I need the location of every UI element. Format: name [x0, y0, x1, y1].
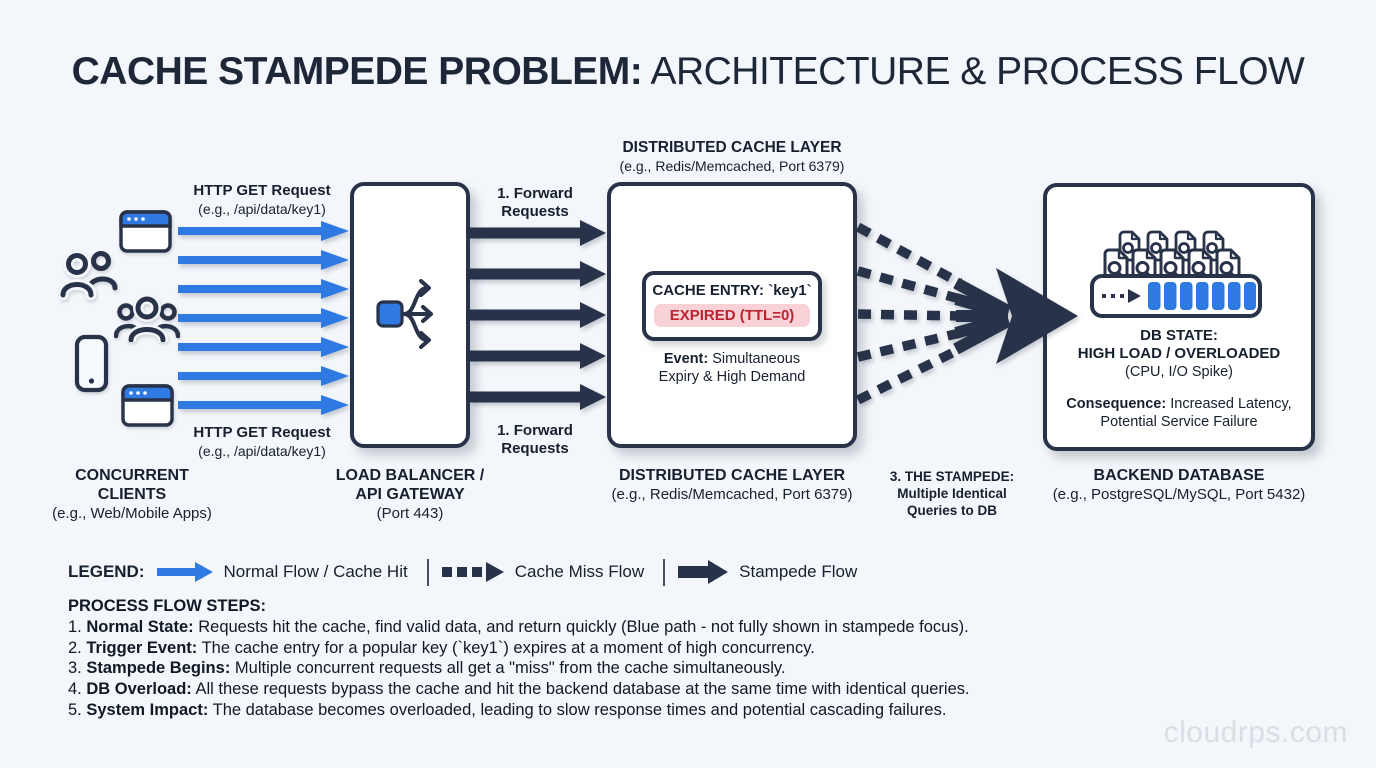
http-request-label-top: HTTP GET Request (e.g., /api/data/key1) — [168, 182, 356, 218]
lb-caption-line2: API GATEWAY — [355, 486, 465, 503]
legend-label-normal: Normal Flow / Cache Hit — [223, 562, 408, 581]
db-state-line2: HIGH LOAD / OVERLOADED — [1077, 345, 1281, 362]
legend-separator — [663, 558, 666, 586]
forward-request-arrows — [470, 220, 606, 410]
http-request-bottom-line1: HTTP GET Request — [193, 424, 331, 441]
query-queue-overload-icon — [1090, 226, 1266, 322]
http-request-top-line2: (e.g., /api/data/key1) — [198, 201, 326, 217]
db-caption-sub: (e.g., PostgreSQL/MySQL, Port 5432) — [1052, 486, 1306, 503]
http-request-top-line1: HTTP GET Request — [193, 182, 331, 199]
db-state-line3: (CPU, I/O Spike) — [1125, 364, 1233, 380]
stampede-dashed-lines — [855, 222, 963, 405]
process-step: 2. Trigger Event: The cache entry for a … — [68, 638, 815, 657]
load-balancer-caption: LOAD BALANCER / API GATEWAY (Port 443) — [310, 466, 510, 523]
normal-flow-arrow-icon — [156, 562, 213, 582]
browser-window-icon — [121, 384, 174, 427]
legend-title: LEGEND: — [68, 562, 145, 581]
legend-label-stampede: Stampede Flow — [739, 562, 858, 581]
stampede-caption-line2: Multiple Identical — [897, 486, 1007, 501]
stampede-caption-line1: 3. THE STAMPEDE: — [889, 469, 1015, 484]
db-consequence-line2: Potential Service Failure — [1100, 414, 1258, 430]
stampede-caption: 3. THE STAMPEDE: Multiple Identical Quer… — [872, 468, 1032, 519]
clients-caption-line1: CONCURRENT — [75, 467, 189, 484]
stampede-caption-line3: Queries to DB — [906, 503, 998, 518]
process-step: 4. DB Overload: All these requests bypas… — [68, 680, 970, 699]
users-group-icon — [114, 294, 180, 342]
process-flow-steps: PROCESS FLOW STEPS: 1. Normal State: Req… — [68, 596, 1328, 721]
db-state-line1: DB STATE: — [1140, 327, 1218, 344]
cache-caption: DISTRIBUTED CACHE LAYER (e.g., Redis/Mem… — [582, 466, 882, 504]
clients-caption-line2: CLIENTS — [97, 486, 167, 503]
cache-caption-line1: DISTRIBUTED CACHE LAYER — [618, 467, 846, 484]
title-bold: CACHE STAMPEDE PROBLEM: — [71, 50, 643, 93]
normal-flow-arrows — [178, 221, 349, 415]
watermark: cloudrps.com — [1163, 716, 1348, 749]
stampede-converging-tails — [953, 277, 1011, 355]
cache-caption-sub: (e.g., Redis/Memcached, Port 6379) — [611, 486, 853, 503]
lb-caption-line1: LOAD BALANCER / — [335, 467, 485, 484]
forward-bottom-line1: 1. Forward — [497, 422, 573, 439]
title-regular: ARCHITECTURE & PROCESS FLOW — [642, 50, 1305, 93]
smartphone-icon — [74, 334, 110, 394]
browser-window-icon — [119, 210, 172, 253]
cache-entry-label: CACHE ENTRY: `key1` — [652, 282, 812, 299]
process-heading: PROCESS FLOW STEPS: — [68, 597, 267, 615]
clients-caption: CONCURRENT CLIENTS (e.g., Web/Mobile App… — [32, 466, 232, 523]
process-step: 1. Normal State: Requests hit the cache,… — [68, 617, 969, 636]
forward-requests-label-bottom: 1. Forward Requests — [474, 422, 596, 458]
db-consequence-text: Consequence: Increased Latency, Potentia… — [1047, 395, 1311, 431]
process-step: 3. Stampede Begins: Multiple concurrent … — [68, 659, 786, 678]
cache-event-line1: Event: Simultaneous — [663, 351, 801, 367]
db-caption-line1: BACKEND DATABASE — [1093, 467, 1265, 484]
http-request-bottom-line2: (e.g., /api/data/key1) — [198, 443, 326, 459]
legend-separator — [426, 558, 429, 586]
cache-heading-line2: (e.g., Redis/Memcached, Port 6379) — [619, 158, 845, 174]
lb-caption-sub: (Port 443) — [376, 505, 444, 522]
legend: LEGEND: Normal Flow / Cache Hit Cache Mi… — [68, 556, 863, 588]
forward-bottom-line2: Requests — [501, 440, 569, 457]
db-state-text: DB STATE: HIGH LOAD / OVERLOADED (CPU, I… — [1051, 327, 1307, 381]
db-consequence-line1: Consequence: Increased Latency, — [1066, 396, 1292, 412]
cache-event-text: Event: Simultaneous Expiry & High Demand — [607, 350, 857, 386]
clients-caption-sub: (e.g., Web/Mobile Apps) — [52, 505, 212, 522]
cache-expired-badge: EXPIRED (TTL=0) — [653, 304, 811, 327]
distribute-arrows-icon — [374, 274, 446, 356]
cache-entry-box: CACHE ENTRY: `key1` EXPIRED (TTL=0) — [642, 271, 822, 341]
forward-requests-label-top: 1. Forward Requests — [474, 185, 596, 221]
cache-heading-line1: DISTRIBUTED CACHE LAYER — [622, 139, 842, 156]
page-title: CACHE STAMPEDE PROBLEM: ARCHITECTURE & P… — [0, 50, 1376, 94]
forward-top-line1: 1. Forward — [497, 185, 573, 202]
cache-event-line2: Expiry & High Demand — [658, 369, 806, 385]
cache-heading: DISTRIBUTED CACHE LAYER (e.g., Redis/Mem… — [592, 139, 872, 175]
legend-label-miss: Cache Miss Flow — [514, 562, 645, 581]
users-pair-icon — [60, 250, 120, 300]
process-step: 5. System Impact: The database becomes o… — [68, 700, 947, 719]
forward-top-line2: Requests — [501, 203, 569, 220]
stampede-solid-arrow-icon — [678, 560, 729, 584]
database-caption: BACKEND DATABASE (e.g., PostgreSQL/MySQL… — [1026, 466, 1332, 504]
http-request-label-bottom: HTTP GET Request (e.g., /api/data/key1) — [168, 424, 356, 460]
cache-miss-dashed-arrow-icon — [441, 562, 504, 582]
